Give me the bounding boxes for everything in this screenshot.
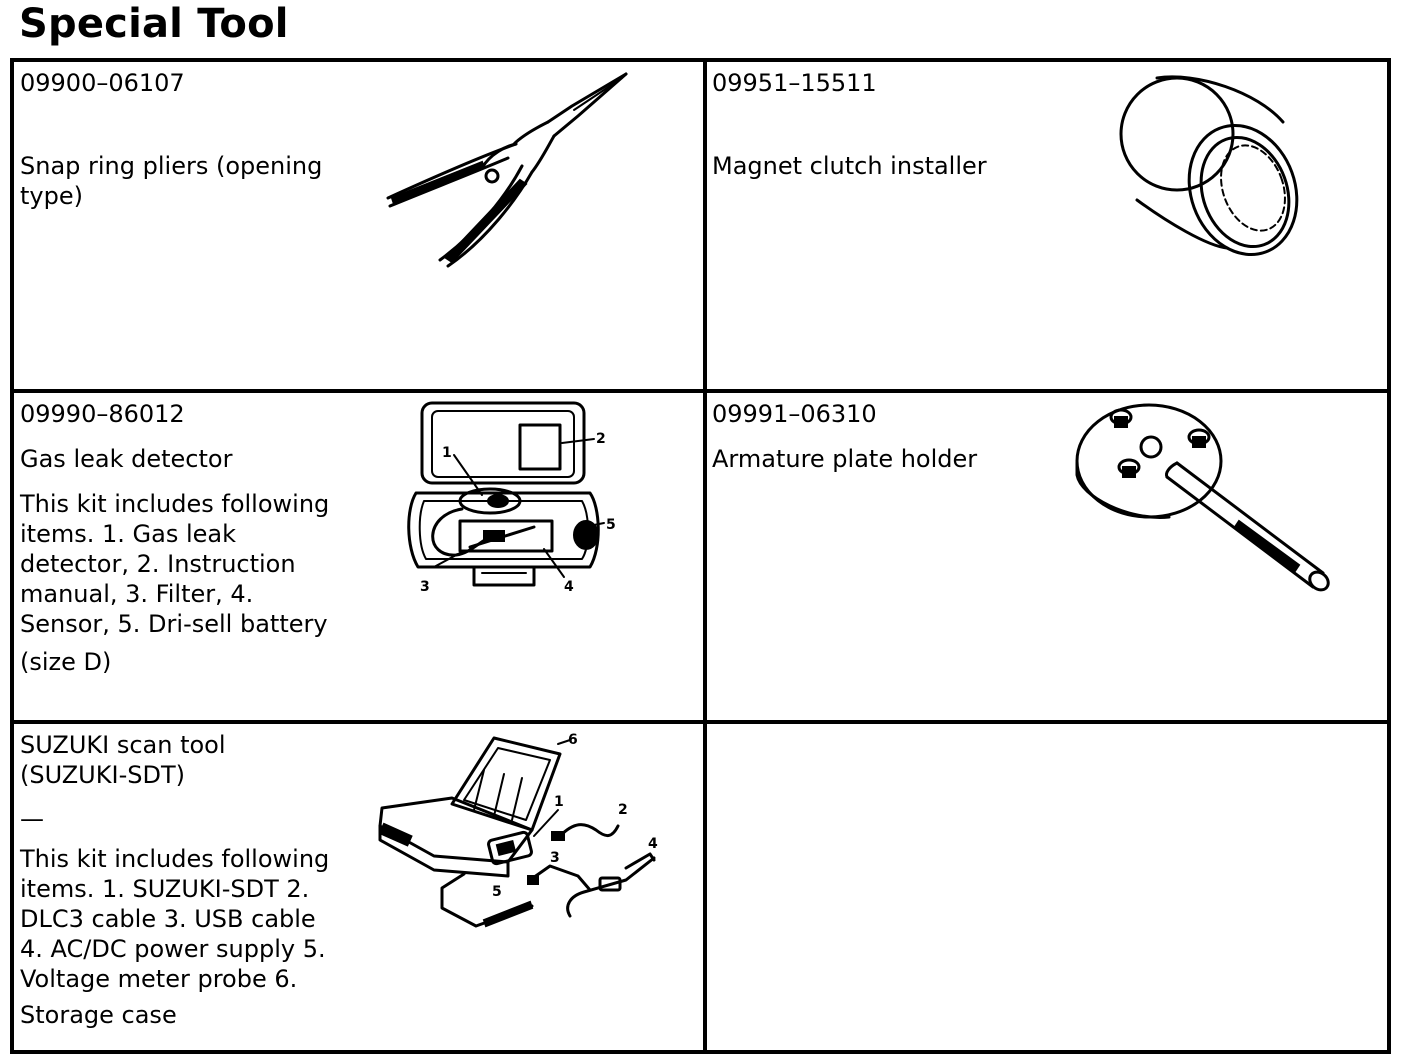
- tool-cell-armature-plate-holder: 09991–06310 Armature plate holder: [707, 393, 1387, 720]
- gas-leak-detector-kit-icon: 2 1 3 4 5: [407, 401, 616, 595]
- callout-3: 3: [550, 850, 560, 866]
- tool-cell-magnet-clutch-installer: 09951–15511 Magnet clutch installer: [707, 62, 1387, 389]
- tool-name: Armature plate holder: [712, 445, 978, 473]
- callout-5: 5: [492, 884, 502, 900]
- callout-1: 1: [554, 794, 564, 810]
- part-number: —: [20, 805, 44, 833]
- armature-plate-holder-icon: [1075, 403, 1330, 592]
- tool-description-tail: Storage case: [20, 1001, 177, 1029]
- callout-3: 3: [420, 579, 430, 595]
- callout-4: 4: [648, 836, 658, 852]
- tool-cell-gas-leak-detector: 09990–86012 Gas leak detector This kit i…: [14, 393, 703, 720]
- tool-name: SUZUKI scan tool (SUZUKI-SDT): [20, 731, 226, 789]
- special-tool-table: 09900–06107 Snap ring pliers (opening ty…: [10, 58, 1391, 1054]
- row-divider: [14, 720, 1387, 724]
- scan-tool-kit-icon: 6 1 2 3 4 5: [378, 732, 658, 928]
- clutch-installer-icon: [1119, 75, 1299, 257]
- part-number: 09951–15511: [712, 69, 877, 97]
- row-divider: [14, 389, 1387, 393]
- part-number: 09991–06310: [712, 400, 877, 428]
- tool-description: This kit includes following items. 1. Ga…: [20, 490, 330, 638]
- tool-cell-snap-ring-pliers: 09900–06107 Snap ring pliers (opening ty…: [14, 62, 703, 389]
- page-title: Special Tool: [19, 1, 289, 47]
- tool-name: Snap ring pliers (opening type): [20, 152, 323, 210]
- callout-1: 1: [442, 445, 452, 461]
- callout-6: 6: [568, 732, 578, 748]
- tool-description: This kit includes following items. 1. SU…: [20, 845, 330, 993]
- callout-5: 5: [606, 517, 616, 533]
- empty-cell: [707, 724, 1387, 1050]
- column-divider: [703, 62, 707, 1050]
- tool-description-tail: (size D): [20, 648, 112, 676]
- callout-4: 4: [564, 579, 574, 595]
- tool-name: Gas leak detector: [20, 445, 233, 473]
- tool-cell-suzuki-scan-tool: SUZUKI scan tool (SUZUKI-SDT) — This kit…: [14, 724, 703, 1050]
- callout-2: 2: [596, 431, 606, 447]
- callout-2: 2: [618, 802, 628, 818]
- part-number: 09990–86012: [20, 400, 185, 428]
- part-number: 09900–06107: [20, 69, 185, 97]
- snap-ring-pliers-icon: [386, 72, 628, 268]
- tool-name: Magnet clutch installer: [712, 152, 987, 180]
